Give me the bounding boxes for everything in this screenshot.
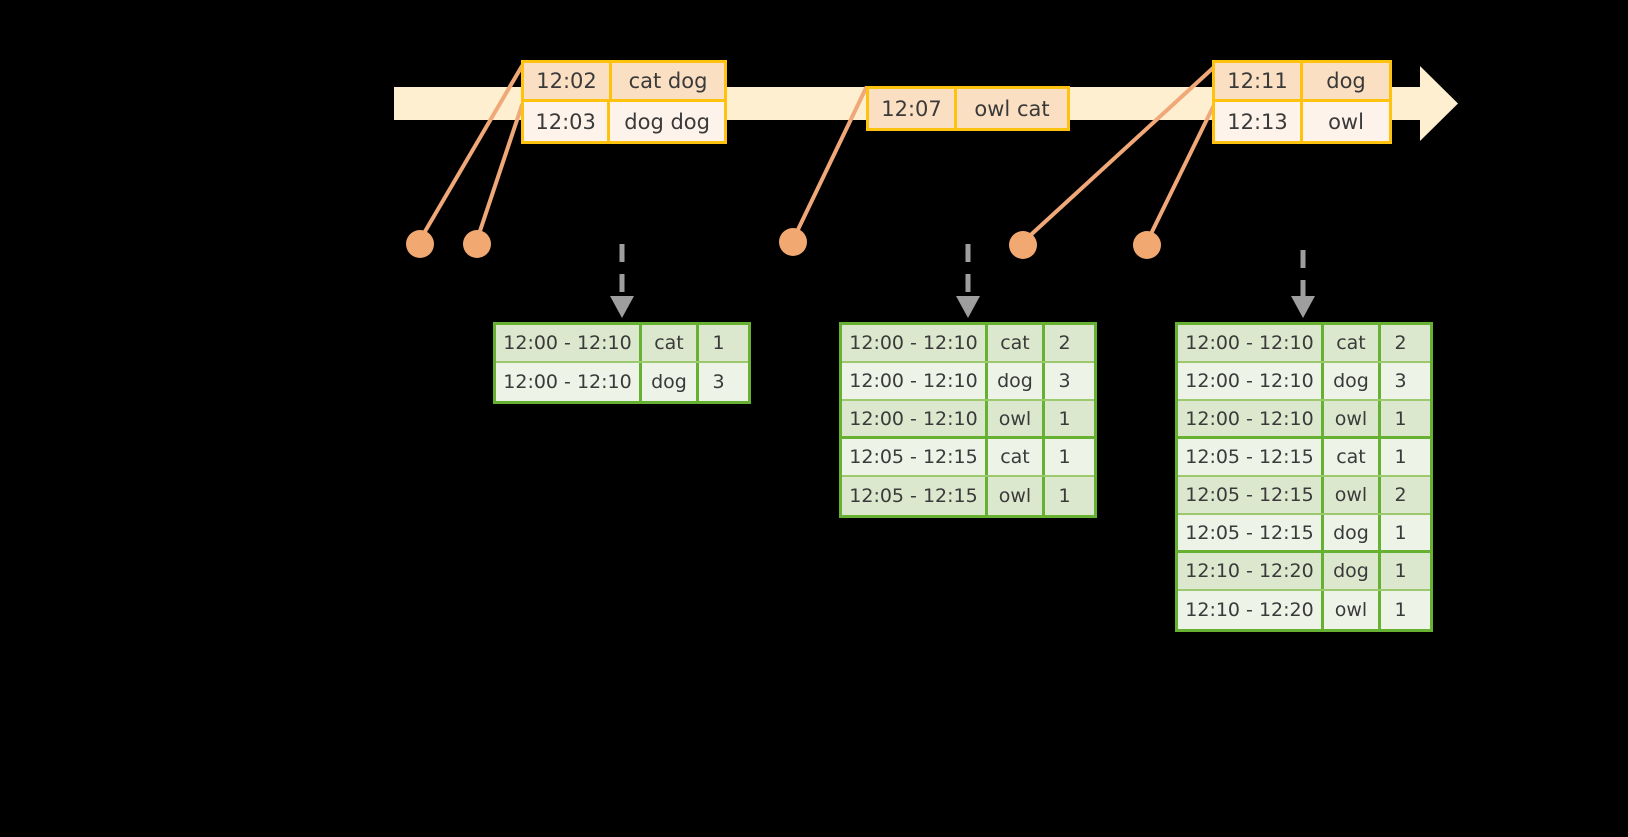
table-row: 12:05 - 12:15 cat 1 bbox=[842, 439, 1094, 477]
timeline-arrowhead bbox=[1420, 66, 1458, 141]
window-cell: 12:00 - 12:10 bbox=[496, 325, 642, 361]
event-text: dog bbox=[1326, 69, 1366, 93]
emit-arrowhead-3 bbox=[1291, 296, 1315, 318]
connector-line-1 bbox=[418, 64, 524, 242]
emit-arrowhead-2 bbox=[956, 296, 980, 318]
window-cell: 12:00 - 12:10 bbox=[496, 363, 642, 401]
key-cell: owl bbox=[1324, 591, 1381, 629]
count-cell: 1 bbox=[1058, 446, 1071, 468]
count-cell: 3 bbox=[712, 371, 725, 393]
count-cell: 1 bbox=[1394, 560, 1407, 582]
table-row: 12:00 - 12:10 dog 3 bbox=[842, 363, 1094, 401]
window-cell: 12:00 - 12:10 bbox=[842, 363, 988, 399]
result-table-2: 12:00 - 12:10 cat 2 12:00 - 12:10 dog 3 … bbox=[839, 322, 1097, 518]
trigger-dot-4 bbox=[1009, 231, 1037, 259]
trigger-dot-5 bbox=[1133, 231, 1161, 259]
connector-line-5 bbox=[1145, 105, 1215, 244]
event-group-3: 12:11 dog 12:13 owl bbox=[1212, 60, 1392, 144]
window-cell: 12:00 - 12:10 bbox=[1178, 401, 1324, 436]
key-cell: cat bbox=[988, 325, 1045, 361]
emit-arrowheads bbox=[610, 296, 1315, 318]
count-cell: 1 bbox=[712, 332, 725, 354]
result-table-3: 12:00 - 12:10 cat 2 12:00 - 12:10 dog 3 … bbox=[1175, 322, 1433, 632]
key-cell: dog bbox=[642, 363, 699, 401]
key-cell: dog bbox=[988, 363, 1045, 399]
key-cell: owl bbox=[988, 477, 1045, 515]
table-row: 12:05 - 12:15 owl 1 bbox=[842, 477, 1094, 515]
window-cell: 12:10 - 12:20 bbox=[1178, 591, 1324, 629]
table-row: 12:00 - 12:10 cat 2 bbox=[1178, 325, 1430, 363]
table-row: 12:05 - 12:15 dog 1 bbox=[1178, 515, 1430, 553]
table-row: 12:10 - 12:20 owl 1 bbox=[1178, 591, 1430, 629]
table-row: 12:10 - 12:20 dog 1 bbox=[1178, 553, 1430, 591]
window-cell: 12:00 - 12:10 bbox=[842, 401, 988, 436]
window-cell: 12:05 - 12:15 bbox=[842, 477, 988, 515]
count-cell: 1 bbox=[1394, 446, 1407, 468]
result-table-1: 12:00 - 12:10 cat 1 12:00 - 12:10 dog 3 bbox=[493, 322, 751, 404]
table-row: 12:00 - 12:10 owl 1 bbox=[1178, 401, 1430, 439]
key-cell: owl bbox=[1324, 477, 1381, 513]
event-row: 12:07 owl cat bbox=[869, 89, 1067, 128]
event-time: 12:13 bbox=[1215, 102, 1303, 141]
key-cell: cat bbox=[1324, 325, 1381, 361]
key-cell: dog bbox=[1324, 515, 1381, 550]
key-cell: cat bbox=[642, 325, 699, 361]
event-row: 12:02 cat dog bbox=[524, 63, 724, 102]
emit-arrows bbox=[619, 244, 1306, 300]
count-cell: 2 bbox=[1394, 332, 1407, 354]
key-cell: dog bbox=[1324, 363, 1381, 399]
count-cell: 3 bbox=[1394, 370, 1407, 392]
event-row: 12:13 owl bbox=[1215, 102, 1389, 141]
window-cell: 12:05 - 12:15 bbox=[1178, 515, 1324, 550]
key-cell: owl bbox=[988, 401, 1045, 436]
count-cell: 2 bbox=[1058, 332, 1071, 354]
trigger-dot-3 bbox=[779, 228, 807, 256]
event-row: 12:03 dog dog bbox=[524, 102, 724, 141]
count-cell: 3 bbox=[1058, 370, 1071, 392]
table-row: 12:00 - 12:10 cat 1 bbox=[496, 325, 748, 363]
key-cell: owl bbox=[1324, 401, 1381, 436]
event-group-2: 12:07 owl cat bbox=[866, 86, 1070, 131]
count-cell: 1 bbox=[1394, 407, 1407, 430]
window-cell: 12:00 - 12:10 bbox=[1178, 363, 1324, 399]
trigger-dot-1 bbox=[406, 230, 434, 258]
event-time: 12:02 bbox=[524, 63, 612, 99]
count-cell: 1 bbox=[1058, 407, 1071, 430]
event-group-1: 12:02 cat dog 12:03 dog dog bbox=[521, 60, 727, 144]
window-cell: 12:05 - 12:15 bbox=[842, 439, 988, 475]
key-cell: dog bbox=[1324, 553, 1381, 589]
key-cell: cat bbox=[1324, 439, 1381, 475]
event-time: 12:03 bbox=[524, 102, 611, 141]
connector-line-3 bbox=[791, 86, 868, 242]
event-text: owl bbox=[1328, 109, 1364, 134]
count-cell: 1 bbox=[1394, 599, 1407, 621]
window-cell: 12:05 - 12:15 bbox=[1178, 439, 1324, 475]
trigger-dot-2 bbox=[463, 230, 491, 258]
event-text: owl cat bbox=[974, 96, 1050, 121]
event-text: cat dog bbox=[628, 69, 708, 93]
window-cell: 12:00 - 12:10 bbox=[842, 325, 988, 361]
connector-line-2 bbox=[475, 103, 524, 242]
window-cell: 12:00 - 12:10 bbox=[1178, 325, 1324, 361]
event-time: 12:11 bbox=[1215, 63, 1303, 99]
table-row: 12:00 - 12:10 dog 3 bbox=[496, 363, 748, 401]
window-cell: 12:10 - 12:20 bbox=[1178, 553, 1324, 589]
emit-arrowhead-1 bbox=[610, 296, 634, 318]
event-row: 12:11 dog bbox=[1215, 63, 1389, 102]
window-cell: 12:05 - 12:15 bbox=[1178, 477, 1324, 513]
trigger-dots bbox=[406, 228, 1161, 259]
table-row: 12:00 - 12:10 dog 3 bbox=[1178, 363, 1430, 401]
table-row: 12:05 - 12:15 cat 1 bbox=[1178, 439, 1430, 477]
count-cell: 1 bbox=[1394, 521, 1407, 544]
count-cell: 2 bbox=[1394, 484, 1407, 506]
event-time: 12:07 bbox=[869, 89, 957, 128]
table-row: 12:00 - 12:10 owl 1 bbox=[842, 401, 1094, 439]
key-cell: cat bbox=[988, 439, 1045, 475]
event-text: dog dog bbox=[624, 109, 710, 134]
table-row: 12:00 - 12:10 cat 2 bbox=[842, 325, 1094, 363]
count-cell: 1 bbox=[1058, 485, 1071, 507]
table-row: 12:05 - 12:15 owl 2 bbox=[1178, 477, 1430, 515]
